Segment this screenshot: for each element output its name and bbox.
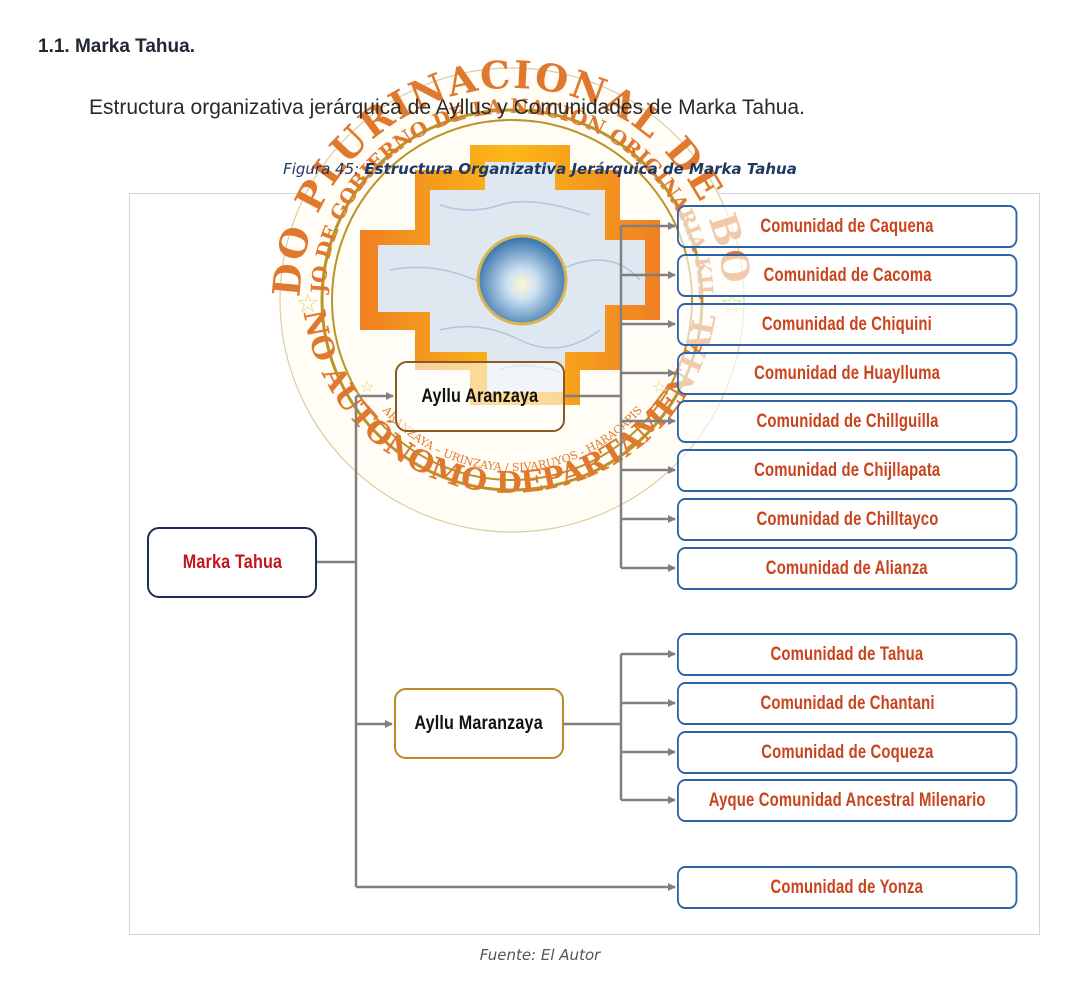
figure-caption-label: Figura 45: xyxy=(283,160,360,178)
intro-paragraph: Estructura organizativa jerárquica de Ay… xyxy=(89,96,805,119)
node-label: Comunidad de Chiquini xyxy=(762,313,933,335)
node-label: Comunidad de Alianza xyxy=(766,557,929,579)
seal-gold-ring xyxy=(320,108,704,492)
figure-source: Fuente: El Autor xyxy=(479,946,601,964)
node-community[interactable]: Comunidad de Chillguilla xyxy=(677,400,1018,443)
node-community[interactable]: Comunidad de Tahua xyxy=(677,633,1018,676)
node-community[interactable]: Comunidad de Chilltayco xyxy=(677,498,1018,541)
node-ayllu-aranzaya[interactable]: Ayllu Aranzaya xyxy=(395,361,565,432)
node-community[interactable]: Comunidad de Coqueza xyxy=(677,731,1018,774)
node-label: Comunidad de Coqueza xyxy=(761,741,934,763)
node-ayllu-maranzaya[interactable]: Ayllu Maranzaya xyxy=(394,688,564,759)
node-label: Comunidad de Caquena xyxy=(760,215,934,237)
node-label: Comunidad de Chillguilla xyxy=(756,410,939,432)
node-community[interactable]: Ayque Comunidad Ancestral Milenario xyxy=(677,779,1018,822)
seal-gold-ring-inner xyxy=(331,119,693,481)
node-marka-tahua[interactable]: Marka Tahua xyxy=(147,527,317,598)
node-label: Ayque Comunidad Ancestral Milenario xyxy=(708,789,986,811)
sun-horizon-medallion xyxy=(476,234,568,326)
figure-caption: Figura 45: Estructura Organizativa Jerár… xyxy=(0,160,1080,178)
section-heading: 1.1. Marka Tahua. xyxy=(38,36,195,57)
node-label: Ayllu Maranzaya xyxy=(414,712,544,734)
node-label: Comunidad de Yonza xyxy=(770,876,924,898)
node-community[interactable]: Comunidad de Huaylluma xyxy=(677,352,1018,395)
node-label: Comunidad de Chijllapata xyxy=(754,459,941,481)
node-label: Comunidad de Huaylluma xyxy=(754,362,941,384)
node-community[interactable]: Comunidad de Alianza xyxy=(677,547,1018,590)
node-community-yonza[interactable]: Comunidad de Yonza xyxy=(677,866,1018,909)
node-community[interactable]: Comunidad de Chijllapata xyxy=(677,449,1018,492)
node-community[interactable]: Comunidad de Cacoma xyxy=(677,254,1018,297)
node-label: Comunidad de Chantani xyxy=(760,692,935,714)
node-community[interactable]: Comunidad de Chiquini xyxy=(677,303,1018,346)
node-community[interactable]: Comunidad de Chantani xyxy=(677,682,1018,725)
star-icon-small-right: ☆ xyxy=(652,377,666,396)
node-label: Comunidad de Cacoma xyxy=(763,264,932,286)
node-label: Comunidad de Tahua xyxy=(770,643,924,665)
node-label: Ayllu Aranzaya xyxy=(421,385,539,407)
node-label: Comunidad de Chilltayco xyxy=(756,508,939,530)
star-icon-small-left: ☆ xyxy=(360,377,374,396)
star-icon-left: ☆ xyxy=(296,289,319,319)
node-label: Marka Tahua xyxy=(182,551,282,573)
node-community[interactable]: Comunidad de Caquena xyxy=(677,205,1018,248)
figure-caption-title: Estructura Organizativa Jerárquica de Ma… xyxy=(359,160,797,178)
